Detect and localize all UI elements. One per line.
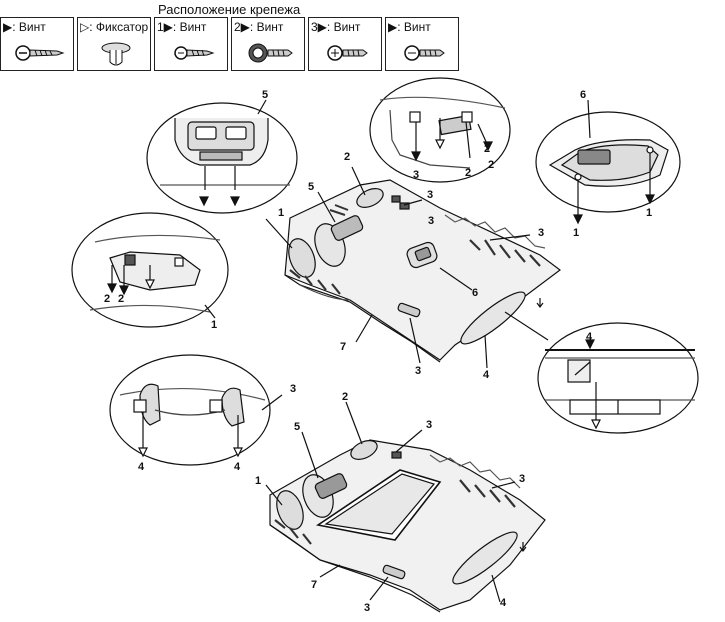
callout-4: 4 [483,369,490,381]
diagram-title: Расположение крепежа [158,2,301,17]
callout-3: 3 [428,215,434,227]
upper-headliner-panel [284,179,561,363]
callout-3: 3 [415,365,421,377]
legend-item-screw-1: 1▶: Винт [154,17,228,71]
screw-icon [327,45,368,61]
legend-label: 2▶: Винт [234,20,284,34]
detail-rear-trim [537,322,699,434]
callout-3: 3 [413,169,419,181]
legend-label: 1▶: Винт [157,20,207,34]
legend-item-clip: ▷: Фиксатор [77,17,151,71]
screw-icon [15,45,65,61]
callout-1: 1 [278,207,284,219]
callout-2: 2 [342,391,348,403]
callout-3: 3 [364,602,370,614]
legend-label: 3▶: Винт [311,20,361,34]
legend-label: ▷: Фиксатор [80,20,149,34]
legend-item-screw: ▶: Винт [0,17,74,71]
callout-1: 1 [255,475,261,487]
detail-map-lamp [146,102,298,214]
clip-icon [101,42,131,66]
callout-4: 4 [138,461,145,473]
legend-item-screw-2: 2▶: Винт [231,17,305,71]
callout-6: 6 [472,287,478,299]
screw-icon [174,46,215,60]
callout-3: 3 [290,383,296,395]
callout-4: 4 [586,331,593,343]
screw-icon [404,45,445,61]
callout-2: 2 [104,293,110,305]
callout-1: 1 [573,227,579,239]
flange-screw-icon [248,43,293,63]
callout-7: 7 [340,341,346,353]
callout-3: 3 [538,227,544,239]
legend-item-screw-3: 3▶: Винт [308,17,382,71]
detail-dome-lamp [535,111,681,215]
callout-6: 6 [580,89,586,101]
callout-2: 2 [488,159,494,171]
callout-4: 4 [500,597,507,609]
callout-2: 2 [118,293,124,305]
callout-3: 3 [426,419,432,431]
callout-5: 5 [262,89,268,101]
detail-assist-grip [109,354,271,466]
callout-7: 7 [311,579,317,591]
callout-5: 5 [308,181,314,193]
detail-sun-visor [71,212,229,328]
callout-2: 2 [344,151,350,163]
callout-4: 4 [234,461,241,473]
detail-rear-grip [369,77,511,183]
callout-3: 3 [427,189,433,201]
callout-1: 1 [211,319,217,331]
fastener-legend: ▶: Винт ▷: Фиксатор 1▶: Винт 2▶: Винт [0,17,462,71]
legend-label: ▶: Винт [3,20,46,34]
legend-label: ▶: Винт [388,20,431,34]
callout-1: 1 [646,207,652,219]
callout-3: 3 [519,473,525,485]
callout-2: 2 [484,143,490,155]
legend-item-screw-4: ▶: Винт [385,17,459,71]
lower-headliner-panel [269,439,546,613]
callout-5: 5 [294,421,300,433]
callout-2: 2 [465,167,471,179]
